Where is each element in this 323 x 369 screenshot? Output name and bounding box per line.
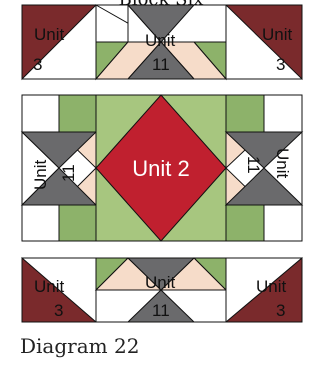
- top-right-num-label: 3: [276, 55, 285, 74]
- right-unit-label: Unit: [273, 148, 292, 179]
- bottom-mid-num-label: 11: [152, 301, 170, 320]
- top-left-unit-label: Unit: [34, 25, 65, 44]
- bottom-left-num-label: 3: [54, 301, 63, 320]
- top-right-unit-label: Unit: [262, 25, 293, 44]
- left-num-label: 11: [59, 164, 78, 182]
- top-left-num-label: 3: [33, 55, 42, 74]
- bottom-row: Unit 3 Unit 11 Unit 3: [22, 258, 302, 322]
- bottom-mid-unit-label: Unit: [145, 273, 176, 292]
- middle-row: Unit 11 Unit 2 11 Unit: [22, 95, 302, 241]
- left-unit-label: Unit: [31, 159, 50, 190]
- right-num-label: 11: [244, 156, 263, 174]
- bottom-left-unit-label: Unit: [34, 277, 65, 296]
- diagram-caption: Diagram 22: [20, 334, 139, 358]
- center-unit2-label: Unit 2: [132, 156, 189, 181]
- top-mid-num-label: 11: [152, 55, 170, 74]
- bottom-right-num-label: 3: [276, 301, 285, 320]
- top-mid-unit-label: Unit: [145, 31, 176, 50]
- top-row: Unit 3 Unit 11 Unit 3: [22, 5, 302, 79]
- bottom-right-unit-label: Unit: [256, 277, 287, 296]
